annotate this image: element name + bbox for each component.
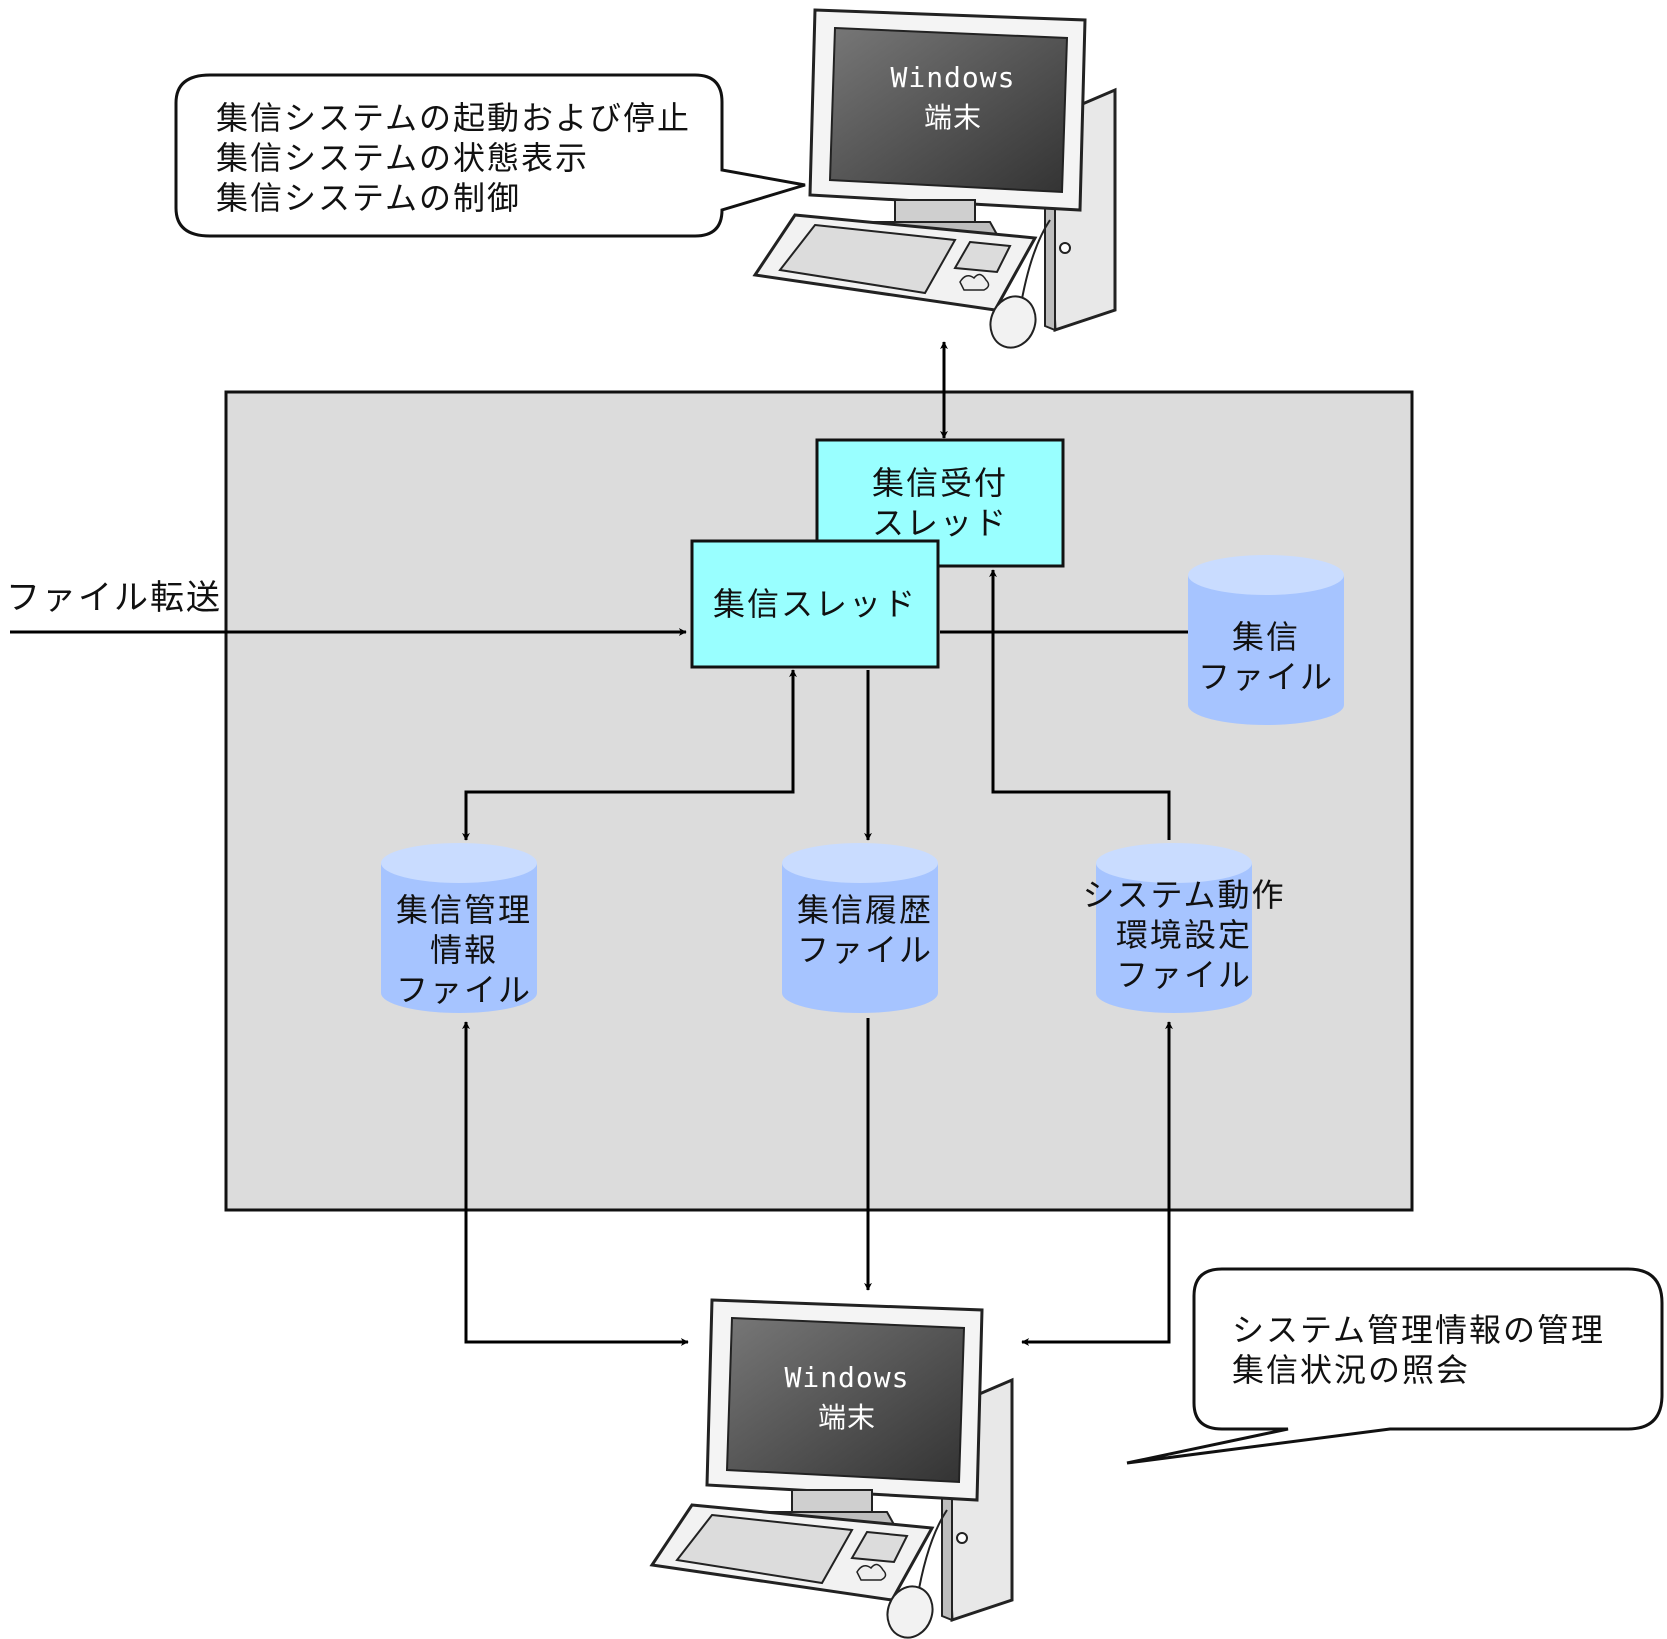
- callout-line: 集信状況の照会: [1232, 1351, 1471, 1389]
- arrow-config-reception: [989, 569, 1171, 840]
- label-line: 集信: [1231, 618, 1300, 656]
- receive-file-label: 集信 ファイル: [1188, 617, 1344, 697]
- label-line: 環境設定: [1115, 916, 1252, 954]
- screen-line: 端末: [817, 1401, 876, 1434]
- screen-line: 端末: [923, 101, 982, 134]
- arrow-thread-mgmt: [462, 669, 797, 841]
- top-terminal-screen-label: Windows 端末: [878, 58, 1028, 138]
- receive-file-cylinder: [1188, 555, 1344, 725]
- config-file-cylinder: [1096, 843, 1252, 1013]
- top-callout-bubble: [174, 73, 806, 238]
- label-line: システム動作: [1082, 876, 1286, 914]
- bottom-callout-bubble: [1126, 1267, 1664, 1465]
- receive-thread-box: [690, 539, 940, 669]
- reception-thread-label: 集信受付 スレッド: [817, 463, 1063, 543]
- callout-line: 集信システムの起動および停止: [216, 99, 692, 137]
- bottom-terminal-screen-label: Windows 端末: [772, 1358, 922, 1438]
- mgmt-info-file-cylinder: [381, 843, 537, 1013]
- label-line: 集信履歴: [796, 891, 933, 929]
- history-file-cylinder: [782, 843, 938, 1013]
- top-callout-text: 集信システムの起動および停止 集信システムの状態表示 集信システムの制御: [216, 98, 691, 218]
- callout-line: 集信システムの状態表示: [216, 139, 590, 177]
- arrow-mgmt-terminal: [462, 1021, 689, 1346]
- label-line: ファイル: [395, 971, 532, 1009]
- bottom-computer-icon: [650, 1298, 1014, 1639]
- arrow-config-terminal: [1021, 1021, 1173, 1346]
- label-line: スレッド: [871, 504, 1008, 542]
- label-line: ファイル: [1115, 956, 1252, 994]
- label-line: ファイル: [796, 931, 933, 969]
- screen-line: Windows: [890, 61, 1016, 94]
- label-line: 情報: [429, 931, 498, 969]
- screen-line: Windows: [784, 1361, 910, 1394]
- bottom-callout-text: システム管理情報の管理 集信状況の照会: [1232, 1310, 1605, 1390]
- history-file-label: 集信履歴 ファイル: [772, 890, 958, 970]
- label-line: 集信受付: [871, 464, 1008, 502]
- label-line: ファイル: [1197, 658, 1334, 696]
- callout-line: システム管理情報の管理: [1232, 1311, 1606, 1349]
- config-file-label: システム動作 環境設定 ファイル: [1076, 875, 1292, 995]
- callout-line: 集信システムの制御: [216, 179, 522, 217]
- receive-thread-label: 集信スレッド: [712, 585, 917, 623]
- file-transfer-label: ファイル転送: [6, 578, 222, 618]
- mgmt-info-file-label: 集信管理 情報 ファイル: [371, 890, 557, 1010]
- label-line: 集信管理: [395, 891, 532, 929]
